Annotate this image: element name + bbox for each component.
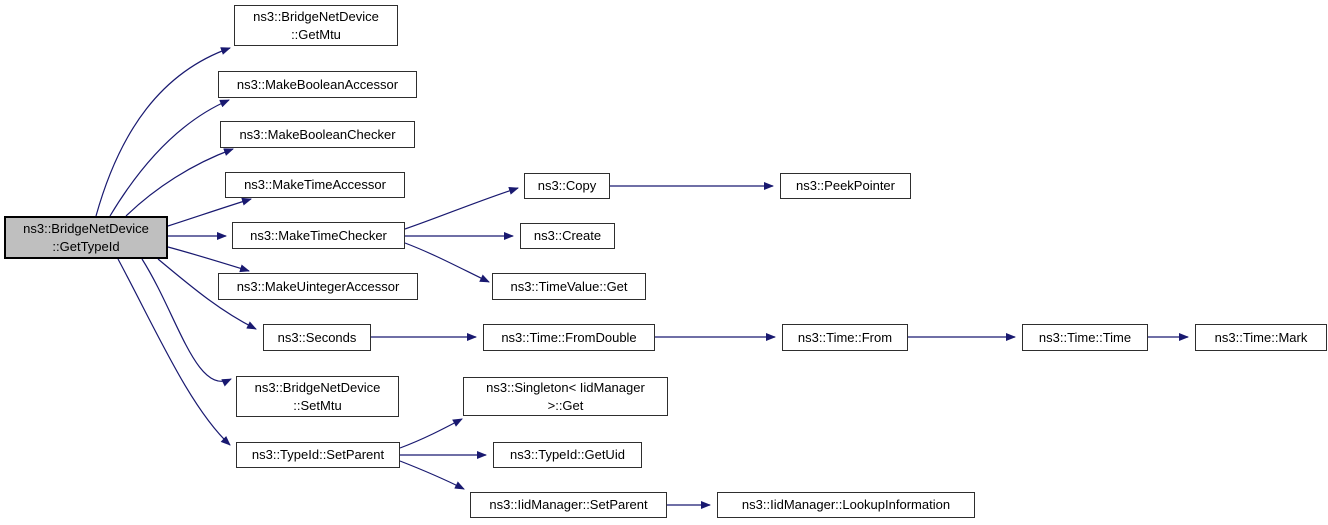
node-time-time[interactable]: ns3::Time::Time (1022, 324, 1148, 351)
node-label: ns3::Time::Time (1038, 329, 1132, 345)
node-label: ns3::BridgeNetDevice (23, 220, 149, 236)
node-bridgenetdevice-gettypeid: ns3::BridgeNetDevice ::GetTypeId (4, 216, 168, 259)
node-label: ns3::Time::From (797, 329, 893, 345)
edge-setparent-singleton-get (399, 418, 463, 449)
node-label: ns3::MakeUintegerAccessor (236, 278, 400, 294)
node-label: ns3::IidManager::SetParent (489, 497, 648, 512)
node-makeuintegeraccessor[interactable]: ns3::MakeUintegerAccessor (218, 273, 418, 300)
node-label: ns3::MakeBooleanAccessor (236, 76, 399, 92)
node-label: ns3::Time::Mark (1214, 329, 1308, 345)
node-time-mark[interactable]: ns3::Time::Mark (1195, 324, 1327, 351)
node-bridgenetdevice-setmtu[interactable]: ns3::BridgeNetDevice ::SetMtu (236, 376, 399, 417)
edge-maketimechecker-timevalue-get (404, 242, 490, 283)
node-label: ns3::TypeId::SetParent (251, 447, 385, 462)
node-bridgenetdevice-getmtu[interactable]: ns3::BridgeNetDevice ::GetMtu (234, 5, 398, 46)
node-label: ns3::Time::FromDouble (501, 329, 637, 345)
node-label: ::SetMtu (293, 397, 342, 413)
edge-gettypeid-typeid-setparent (117, 258, 231, 446)
node-label: ns3::MakeTimeChecker (250, 227, 387, 243)
node-makebooleanaccessor[interactable]: ns3::MakeBooleanAccessor (218, 71, 417, 98)
edge-gettypeid-makebooleanchecker (125, 148, 234, 217)
node-seconds[interactable]: ns3::Seconds (263, 324, 371, 351)
node-label: ns3::MakeBooleanChecker (239, 126, 396, 142)
edge-maketimechecker-copy (404, 186, 519, 230)
node-iidmanager-setparent[interactable]: ns3::IidManager::SetParent (470, 492, 667, 518)
node-create[interactable]: ns3::Create (520, 223, 615, 249)
node-label: ns3::PeekPointer (795, 178, 895, 193)
node-label: ns3::Create (533, 228, 602, 243)
node-makebooleanchecker[interactable]: ns3::MakeBooleanChecker (220, 121, 415, 148)
node-label: ns3::BridgeNetDevice (254, 379, 381, 395)
node-label: ::GetMtu (291, 26, 341, 42)
edge-gettypeid-getmtu (95, 47, 231, 217)
edge-gettypeid-makeuintegeraccessor (167, 246, 250, 273)
node-copy[interactable]: ns3::Copy (524, 173, 610, 199)
node-peekpointer[interactable]: ns3::PeekPointer (780, 173, 911, 199)
node-maketimechecker[interactable]: ns3::MakeTimeChecker (232, 222, 405, 249)
node-label: ns3::Singleton< IidManager (486, 379, 645, 395)
node-typeid-getuid[interactable]: ns3::TypeId::GetUid (493, 442, 642, 468)
node-label: ::GetTypeId (52, 238, 120, 254)
node-iidmanager-lookupinformation[interactable]: ns3::IidManager::LookupInformation (717, 492, 975, 518)
node-label: ns3::TypeId::GetUid (510, 447, 625, 462)
node-label: ns3::Copy (537, 178, 597, 193)
edge-setparent-iidmanager-setparent (399, 460, 465, 490)
edge-gettypeid-setmtu (141, 258, 232, 387)
node-time-fromdouble[interactable]: ns3::Time::FromDouble (483, 324, 655, 351)
node-label: ns3::MakeTimeAccessor (244, 177, 386, 192)
node-maketimeaccessor[interactable]: ns3::MakeTimeAccessor (225, 172, 405, 198)
node-time-from[interactable]: ns3::Time::From (782, 324, 908, 351)
edge-gettypeid-seconds (157, 258, 257, 330)
node-label: ns3::IidManager::LookupInformation (741, 497, 951, 512)
node-label: ns3::Seconds (277, 329, 357, 345)
node-typeid-setparent[interactable]: ns3::TypeId::SetParent (236, 442, 400, 468)
edge-gettypeid-makebooleanaccessor (109, 99, 230, 217)
node-timevalue-get[interactable]: ns3::TimeValue::Get (492, 273, 646, 300)
edge-gettypeid-maketimeaccessor (167, 197, 252, 227)
node-label: ns3::TimeValue::Get (510, 278, 628, 294)
node-singleton-iidmanager-get[interactable]: ns3::Singleton< IidManager >::Get (463, 377, 668, 416)
node-label: ns3::BridgeNetDevice (253, 8, 379, 24)
node-label: >::Get (547, 397, 584, 413)
